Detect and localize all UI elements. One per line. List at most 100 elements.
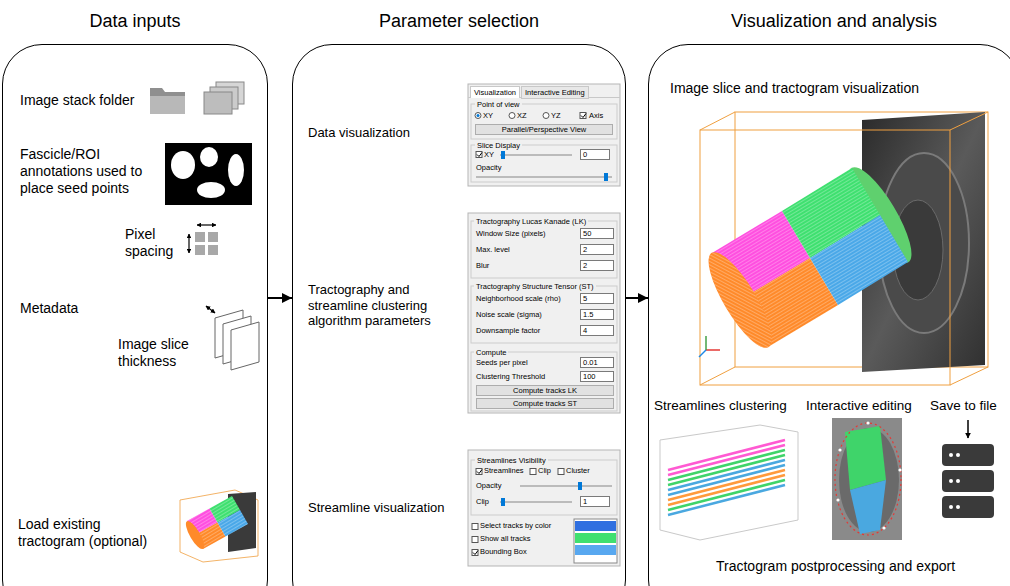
server-icon	[942, 444, 994, 518]
gui-label: Bounding Box	[480, 547, 527, 556]
gui-label: Opacity	[476, 163, 501, 172]
input-label: Image slice thickness	[118, 336, 202, 370]
server-icon	[942, 470, 994, 492]
bounding-box	[950, 367, 988, 385]
input-label: Load existing tractogram (optional)	[18, 516, 168, 550]
group-title: Compute	[474, 348, 508, 357]
color-list	[574, 519, 617, 563]
panel-heading: Visualization and analysis	[648, 10, 1010, 32]
clustering-thumbnail	[668, 480, 785, 510]
editing-thumbnail	[850, 480, 886, 534]
gui-field: 5	[580, 293, 614, 304]
slider	[476, 176, 612, 178]
group-title: Point of view	[475, 100, 522, 109]
roi-mask-image	[171, 151, 195, 179]
checkbox	[558, 469, 564, 475]
step-label: Tractography and streamline clustering a…	[308, 282, 458, 329]
gui-label: Axis	[589, 111, 603, 120]
slider	[500, 154, 572, 156]
pixel-grid-icon	[197, 224, 216, 225]
gui-field: 2	[580, 260, 614, 271]
step-label: Data visualization	[308, 125, 410, 141]
clustering-thumbnail	[660, 425, 798, 540]
color-list	[575, 533, 616, 543]
checkbox	[472, 469, 564, 556]
gui-panel	[471, 460, 617, 515]
radio-button	[509, 113, 515, 119]
panel-heading: Data inputs	[2, 10, 268, 32]
slice-thickness-icon	[206, 306, 215, 313]
streamline-bundle	[698, 245, 782, 356]
tractogram-thumbnail	[183, 519, 208, 552]
slider	[578, 482, 582, 490]
gui-panel	[471, 221, 617, 278]
gui-label: XZ	[517, 111, 527, 120]
gui-label: Seeds per pixel	[476, 358, 528, 367]
bounding-box	[700, 112, 988, 385]
axes-icon	[699, 350, 706, 357]
axes-icon	[705, 336, 707, 350]
gui-panel	[468, 84, 620, 186]
view-label: Tractogram postprocessing and export	[716, 558, 955, 575]
gui-label: XY	[484, 150, 494, 159]
radio-button	[475, 113, 481, 119]
tractogram-thumbnail	[180, 490, 258, 562]
step-label: Streamline visualization	[308, 500, 445, 516]
editing-thumbnail	[832, 418, 902, 540]
gui-field: 2	[580, 244, 614, 255]
gui-button: Compute tracks ST	[476, 398, 614, 409]
gui-label: Window Size (pixels)	[476, 229, 546, 238]
slider	[501, 498, 505, 506]
server-icon	[956, 479, 960, 483]
pixel-grid-icon	[189, 225, 218, 255]
gui-label: Blur	[476, 261, 489, 270]
checkbox	[530, 469, 536, 475]
streamline-bundle	[698, 245, 782, 356]
editing-thumbnail	[845, 426, 886, 490]
gui-field: 4	[580, 325, 614, 336]
checkbox	[581, 114, 586, 118]
server-icon	[949, 479, 953, 483]
gui-field: 0	[580, 149, 610, 160]
gui-panel	[468, 213, 620, 413]
group-title: Tractography Lucas Kanade (LK)	[474, 217, 588, 226]
view-label: Image slice and tractogram visualization	[670, 80, 919, 97]
editing-thumbnail	[836, 498, 839, 501]
gui-panel	[471, 145, 617, 182]
folder-icon	[150, 96, 185, 114]
input-label: Metadata	[20, 300, 78, 317]
slider	[500, 482, 612, 506]
color-list	[575, 521, 616, 531]
editing-thumbnail	[882, 526, 885, 529]
gui-label: Show all tracks	[480, 534, 530, 543]
roi-mask-image	[200, 147, 218, 167]
pixel-grid-icon	[195, 245, 205, 255]
gui-label: Neighborhood scale (rho)	[476, 294, 561, 303]
panel-outline	[648, 44, 1010, 586]
axes-icon	[699, 336, 720, 357]
bounding-box	[700, 130, 950, 385]
gui-label: Clip	[476, 497, 489, 506]
image-stack-icon	[204, 82, 244, 114]
gui-label: Opacity	[476, 481, 501, 490]
gui-label: XY	[483, 111, 493, 120]
roi-mask-image	[165, 143, 252, 205]
gui-panel	[468, 450, 620, 566]
server-icon	[956, 505, 960, 509]
streamline-bundle	[698, 160, 922, 356]
gui-tab: Visualization	[470, 86, 520, 98]
gui-field: 1	[580, 496, 610, 507]
gui-label: YZ	[551, 111, 561, 120]
group-title: Slice Display	[475, 141, 522, 150]
tractogram-thumbnail	[180, 490, 258, 562]
gui-button: Compute tracks LK	[476, 385, 614, 396]
group-title: Tractography Structure Tensor (ST)	[474, 282, 596, 291]
editing-thumbnail	[866, 421, 869, 424]
clustering-thumbnail	[668, 485, 785, 515]
gui-label: Streamlines	[484, 466, 524, 475]
slider	[500, 501, 572, 503]
gui-panel	[468, 84, 620, 186]
save-arrow	[968, 420, 969, 438]
slice-thickness-icon	[206, 306, 259, 370]
editing-thumbnail	[838, 448, 841, 451]
